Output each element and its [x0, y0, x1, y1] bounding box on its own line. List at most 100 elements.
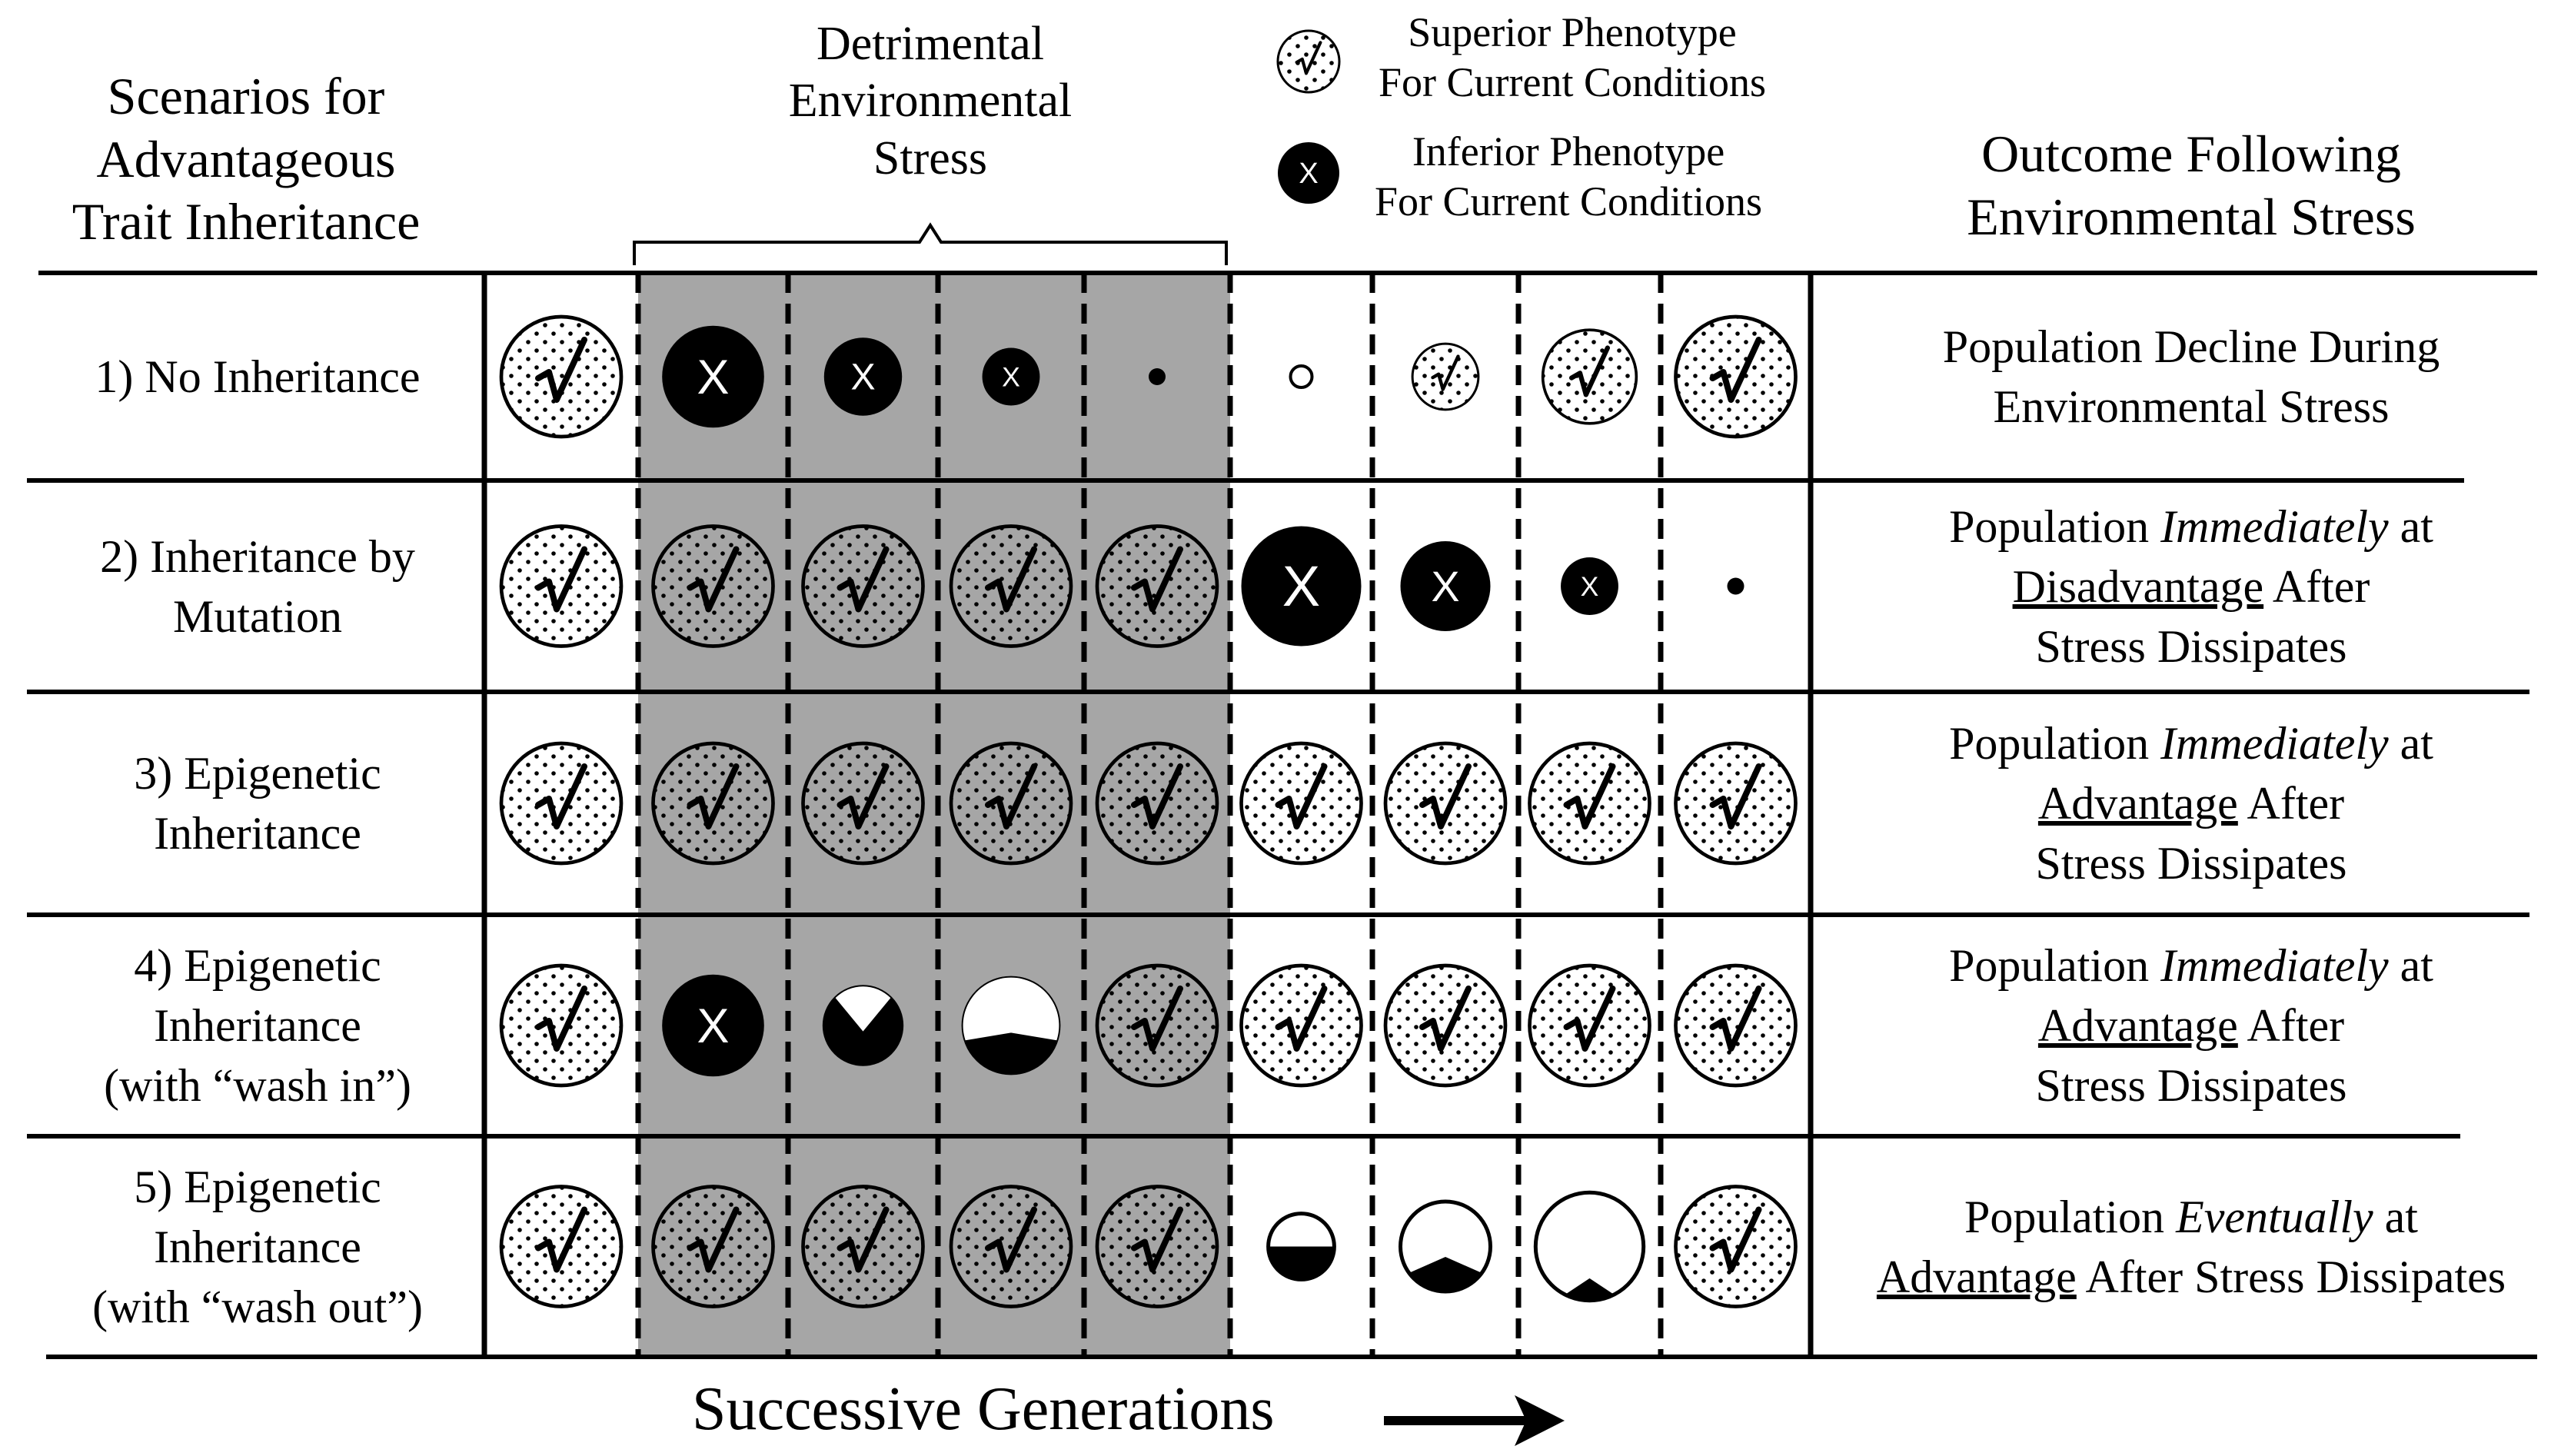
- legend-superior-symbol: [1276, 29, 1341, 94]
- check-mark: [985, 763, 1037, 829]
- generation-cell: [651, 524, 775, 648]
- generation-cell: X: [823, 337, 903, 416]
- check-mark: [1419, 763, 1472, 829]
- outcome-label-line: Stress Dissipates: [1830, 833, 2553, 893]
- generation-cell: [1541, 328, 1638, 425]
- wash-out-black-wedge: [1565, 1278, 1615, 1301]
- legend-inferior-line-1: Inferior Phenotype: [1412, 128, 1725, 175]
- generation-cell: [1095, 741, 1219, 866]
- superior-phenotype-circle: [499, 963, 624, 1088]
- inferior-phenotype-circle: [1561, 557, 1618, 615]
- generation-cell: [1095, 963, 1219, 1088]
- outcome-text: at: [2388, 718, 2433, 769]
- outcome-text: After: [2263, 560, 2370, 612]
- check-mark: [1131, 1206, 1183, 1273]
- generation-cell: [1095, 1185, 1219, 1308]
- generation-cell: X: [662, 974, 764, 1077]
- generation-cell: X: [1241, 526, 1362, 647]
- outcome-text: Population Decline During: [1942, 321, 2440, 372]
- check-mark: [535, 1206, 587, 1273]
- generation-cell: [1528, 963, 1651, 1088]
- outcome-text: After: [2237, 1000, 2345, 1051]
- superior-phenotype-circle: [1674, 963, 1798, 1088]
- scenario-label-line: 5) Epigenetic: [134, 1161, 381, 1212]
- superior-phenotype-circle: [499, 524, 624, 648]
- inferior-x-label: X: [1002, 361, 1020, 392]
- inferior-phenotype-circle: [823, 337, 903, 416]
- inferior-phenotype-circle: [1241, 526, 1362, 647]
- outcome-header: Outcome Following Environmental Stress: [1876, 123, 2506, 248]
- generation-cell: [1674, 741, 1798, 866]
- scenario-label-line: Inheritance: [154, 808, 361, 859]
- outcome-text: Stress Dissipates: [2035, 1060, 2347, 1111]
- generation-cell: [499, 314, 624, 439]
- outcome-text: Population: [1964, 1191, 2177, 1242]
- check-mark: [1131, 546, 1183, 613]
- generation-cell: X: [662, 325, 764, 428]
- superior-phenotype-circle: [1411, 342, 1480, 411]
- legend-superior-label: Superior Phenotype For Current Condition…: [1353, 8, 1791, 108]
- scenario-label-line: 3) Epigenetic: [134, 748, 381, 799]
- check-mark: [535, 337, 587, 403]
- generations-arrow-head: [1515, 1395, 1565, 1446]
- check-mark: [1275, 763, 1328, 829]
- scenario-label-line: Inheritance: [154, 1000, 361, 1051]
- generation-cell: [1528, 741, 1651, 866]
- scenarios-header-line-2: Advantageous: [96, 129, 396, 188]
- outcome-label-line: Population Immediately at: [1830, 497, 2553, 557]
- scenario-label-line: (with “wash in”): [104, 1060, 411, 1111]
- generation-cell: [1095, 524, 1219, 648]
- generation-cell: [1411, 342, 1480, 411]
- footer-label: Successive Generations: [692, 1375, 1275, 1443]
- outcome-text: After: [2237, 778, 2345, 829]
- outcome-text: Environmental Stress: [1993, 381, 2390, 432]
- outcome-label-line: Stress Dissipates: [1830, 1055, 2553, 1115]
- generation-cell: [1674, 963, 1798, 1088]
- scenarios-header-line-1: Scenarios for: [107, 67, 385, 125]
- superior-phenotype-circle: [499, 314, 624, 439]
- superior-phenotype-circle: [651, 1185, 775, 1308]
- generation-cell: X: [1400, 541, 1491, 631]
- check-mark: [985, 546, 1037, 613]
- wash-in-white-wedge: [835, 986, 891, 1032]
- outcome-label-line: Advantage After: [1830, 996, 2553, 1055]
- check-mark: [687, 546, 740, 613]
- generation-cell: [499, 741, 624, 866]
- superior-phenotype-circle: [499, 1185, 624, 1308]
- check-mark: [1709, 337, 1762, 403]
- small-dot: [1727, 577, 1744, 595]
- check-mark: [836, 546, 890, 613]
- superior-phenotype-circle: [801, 741, 925, 866]
- check-mark: [687, 1206, 740, 1273]
- outcome-label-line: Population Decline During: [1830, 317, 2553, 377]
- check-mark: [1131, 763, 1183, 829]
- generation-cell: [1399, 1199, 1492, 1294]
- superior-phenotype-circle: [1239, 963, 1363, 1088]
- superior-phenotype-circle: [801, 524, 925, 648]
- superior-phenotype-circle: [1383, 963, 1508, 1088]
- generation-cell: [1149, 368, 1166, 385]
- inferior-x-label: X: [1299, 158, 1318, 190]
- outcome-label-line: Population Immediately at: [1830, 936, 2553, 996]
- inferior-x-label: X: [1431, 563, 1459, 610]
- generation-cell: [1383, 741, 1508, 866]
- outcome-text: Population: [1949, 940, 2161, 991]
- outcome-text: After Stress Dissipates: [2076, 1251, 2506, 1302]
- inferior-x-label: X: [697, 351, 730, 404]
- outcome-text: at: [2388, 940, 2433, 991]
- scenario-label-line: 1) No Inheritance: [95, 351, 421, 402]
- check-mark: [535, 546, 587, 613]
- check-mark: [1131, 986, 1183, 1052]
- stress-header: Detrimental Environmental Stress: [730, 15, 1130, 187]
- check-mark: [836, 763, 890, 829]
- inferior-x-label: X: [850, 357, 875, 398]
- outcome-label-line: Population Eventually at: [1830, 1187, 2553, 1247]
- superior-phenotype-circle: [1541, 328, 1638, 425]
- inferior-x-label: X: [1282, 554, 1320, 618]
- check-mark: [1709, 1206, 1762, 1273]
- generation-cell: [1383, 963, 1508, 1088]
